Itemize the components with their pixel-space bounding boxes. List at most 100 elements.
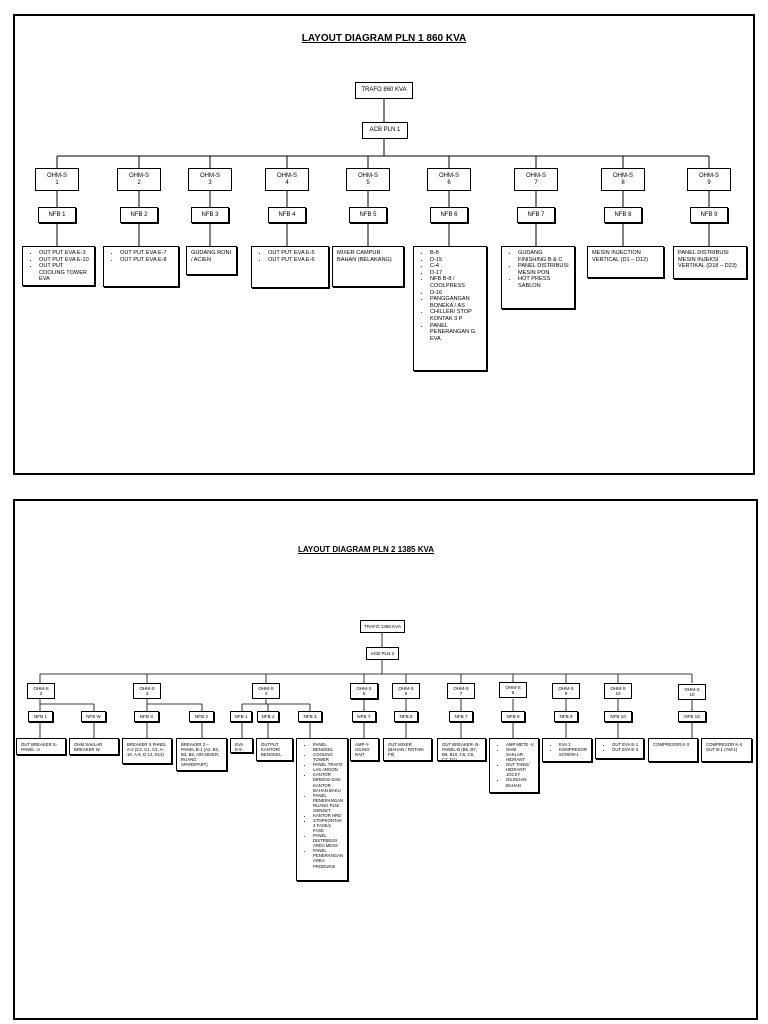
nfb-node-1-7: NFB 7 (517, 207, 555, 223)
ohm-node-1-7: OHM-S 7 (514, 168, 558, 191)
leaf-item: D-15 (430, 257, 482, 264)
leaf-item: OUT PUT EVA E-5 (268, 250, 324, 257)
nfb-node-1-1: NFB 1 (38, 207, 76, 223)
nfb-node-2-10: NFB 10 (678, 711, 706, 722)
diagram-panel-pln-2 (13, 499, 758, 1020)
leaf-item: PANEL DISTRIBUSI MESIN PON (518, 263, 570, 276)
leaf-item: PANEL PENERANGAN G. EVA (430, 323, 482, 343)
leaf-text: MESIN INJECTION VERTICAL (D1 – D12) (592, 250, 648, 263)
nfb-node-2-7: NFB 8 (501, 711, 525, 722)
nfb-node-2-6: NFB 7 (449, 711, 473, 722)
leaf-item: OUT PUT EVA E-10 (39, 257, 90, 264)
leaf-box-2-1b: OHM SAKLAR BREAKER W (69, 738, 119, 755)
acb-node-pln-2: ACB PLN 2 (366, 647, 399, 660)
ohm-node-1-2: OHM-S 2 (117, 168, 161, 191)
leaf-item: NFB B-8 / COOLPRESS (430, 276, 482, 289)
ohm-node-1-9: OHM-S 9 (687, 168, 731, 191)
leaf-box-2-1a: OUT BREAKER S-PANEL -A (16, 738, 66, 755)
leaf-box-2-8: EVA 2 KOMPRESOR SCREW-1 (542, 738, 592, 762)
ohm-node-2-5: OHM-S 6 (392, 683, 420, 699)
leaf-text: COMPRESOR K-3 (653, 742, 690, 747)
leaf-item: OHM SAKLAR HIDRANT (506, 747, 534, 762)
ohm-node-1-8: OHM-S 8 (601, 168, 645, 191)
leaf-box-1-6: B-8 D-15 C-4 D-17 NFB B-8 / COOLPRESS D-… (413, 246, 487, 371)
leaf-item: OUT TANKI/ HIDRANT/ JOCKY (506, 762, 534, 777)
leaf-box-2-2b: BREAKER 2 – PANEL B-1 (A2, B2, B3, B6, A… (176, 738, 227, 771)
nfb-node-1-5: NFB 5 (349, 207, 387, 223)
leaf-box-2-10b: COMPRESOR K-4 OUT B-1 (YM-1) (701, 738, 752, 762)
leaf-item: HOT PRESS SABLON (518, 276, 570, 289)
leaf-text: BREAKER 2 – PANEL B-1 (A2, B2, B3, B6, A… (181, 742, 220, 768)
leaf-item: PANEL BENGKEL (313, 742, 343, 752)
leaf-text: COMPRESOR K-4 OUT B-1 (YM-1) (706, 742, 743, 753)
nfb-node-1-9: NFB 9 (690, 207, 728, 223)
nfb-node-1-8: NFB 8 (604, 207, 642, 223)
leaf-box-1-4: OUT PUT EVA E-5OUT PUT EVA E-6 (251, 246, 329, 288)
leaf-text: GUDANG RONI / ACIEN (191, 250, 232, 263)
leaf-box-2-4: AMP-Y-GILING RAIT (350, 738, 379, 761)
nfb-node-2-8: NFB 9 (554, 711, 578, 722)
diagram-panel-pln-1 (13, 14, 755, 475)
leaf-item: OUT PUT EVA E-7 (120, 250, 174, 257)
leaf-item: D-16 (430, 290, 482, 297)
nfb-node-2-2b: NFB 2 (189, 711, 214, 722)
leaf-text: EVA E-9 (235, 742, 244, 753)
leaf-box-1-2: OUT PUT EVA E-7OUT PUT EVA E-8 (103, 246, 179, 287)
leaf-text: MIXER CAMPUR BAHAN (BELAKANG) (337, 250, 392, 263)
leaf-box-2-3c: PANEL BENGKEL COOLING TOWER PANEL TRAFO … (296, 738, 348, 881)
diagram-title-pln-2: LAYOUT DIAGRAM PLN 2 1385 KVA (297, 545, 435, 554)
ohm-node-2-6: OHM-S 7 (447, 683, 475, 699)
nfb-node-2-1a: NFB 1 (28, 711, 53, 722)
ohm-node-2-1: OHM-S 2 (27, 683, 55, 699)
leaf-item: KOMPRESOR SCREW-1 (559, 747, 587, 757)
leaf-item: OUT PUT EVA E-3 (39, 250, 90, 257)
nfb-node-1-2: NFB 2 (120, 207, 158, 223)
acb-node-pln-1: ACB PLN 1 (362, 122, 408, 139)
nfb-node-1-3: NFB 3 (191, 207, 229, 223)
leaf-item: GILINGAN BAHAN (506, 777, 534, 787)
nfb-node-2-9: NFB 10 (604, 711, 632, 722)
nfb-node-2-3a: NFB 1 (230, 711, 252, 722)
nfb-node-1-6: NFB 6 (430, 207, 468, 223)
leaf-box-2-7: AMP METE -V OHM SAKLAR HIDRANT OUT TANKI… (489, 738, 539, 793)
leaf-box-2-10a: COMPRESOR K-3 (648, 738, 698, 762)
nfb-node-2-4: NFB Y (352, 711, 376, 722)
leaf-item: OUT PUT EVA E-8 (120, 257, 174, 264)
leaf-item: AMP METE -V (506, 742, 534, 747)
leaf-item: COOLING TOWER (313, 752, 343, 762)
leaf-item: OUT EVA E-4 (612, 747, 639, 752)
leaf-box-2-3b: OUTPUT KANTOR/ BENGKEL (256, 738, 293, 761)
trafo-node-pln-2: TRAFO 1385 KVA (360, 620, 405, 633)
ohm-node-2-10: OHM-S 10 (678, 684, 706, 700)
leaf-text: OHM SAKLAR BREAKER W (74, 742, 103, 753)
leaf-item: CHILLER/ STOP KONTAK 3 P (430, 309, 482, 322)
diagram-title-pln-1: LAYOUT DIAGRAM PLN 1 860 KVA (301, 33, 467, 44)
leaf-item: B-8 (430, 250, 482, 257)
trafo-node-pln-1: TRAFO 860 KVA (355, 82, 413, 99)
ohm-node-2-9: OHM-S 10 (604, 683, 632, 699)
ohm-node-2-2: OHM-S 3 (133, 683, 161, 699)
ohm-node-1-4: OHM-S 4 (265, 168, 309, 191)
leaf-box-1-9: PANEL DISTRIBUSI MESIN INJEKSI VERTIKAL … (673, 246, 747, 279)
ohm-node-1-6: OHM-S 6 (427, 168, 471, 191)
leaf-box-2-2a: BREAKER X PANEL A-2 (C2, C1, C3, A-10, A… (122, 738, 172, 764)
leaf-text: AMP-Y-GILING RAIT (355, 742, 370, 758)
leaf-item: PANEL DISTRIBUSI AREA MESS (313, 833, 343, 848)
leaf-item: EVA 2 (559, 742, 587, 747)
leaf-text: BREAKER X PANEL A-2 (C2, C1, C3, A-10, A… (127, 742, 167, 758)
ohm-node-1-3: OHM-S 3 (188, 168, 232, 191)
leaf-box-1-8: MESIN INJECTION VERTICAL (D1 – D12) (587, 246, 664, 278)
leaf-item: C-4 (430, 263, 482, 270)
ohm-node-1-1: OHM-S 1 (35, 168, 79, 191)
ohm-node-1-5: OHM-S 5 (346, 168, 390, 191)
leaf-item: STOPKONTAK 3 FASE/1 FASE (313, 818, 343, 833)
nfb-node-1-4: NFB 4 (268, 207, 306, 223)
leaf-item: OUT PUT EVA E-6 (268, 257, 324, 264)
leaf-item: PANEL PENERANGAN AREA PRODUKSI (313, 848, 343, 868)
leaf-box-1-3: GUDANG RONI / ACIEN (186, 246, 237, 275)
nfb-node-2-1b: NFB W (81, 711, 106, 722)
leaf-item: D-17 (430, 270, 482, 277)
